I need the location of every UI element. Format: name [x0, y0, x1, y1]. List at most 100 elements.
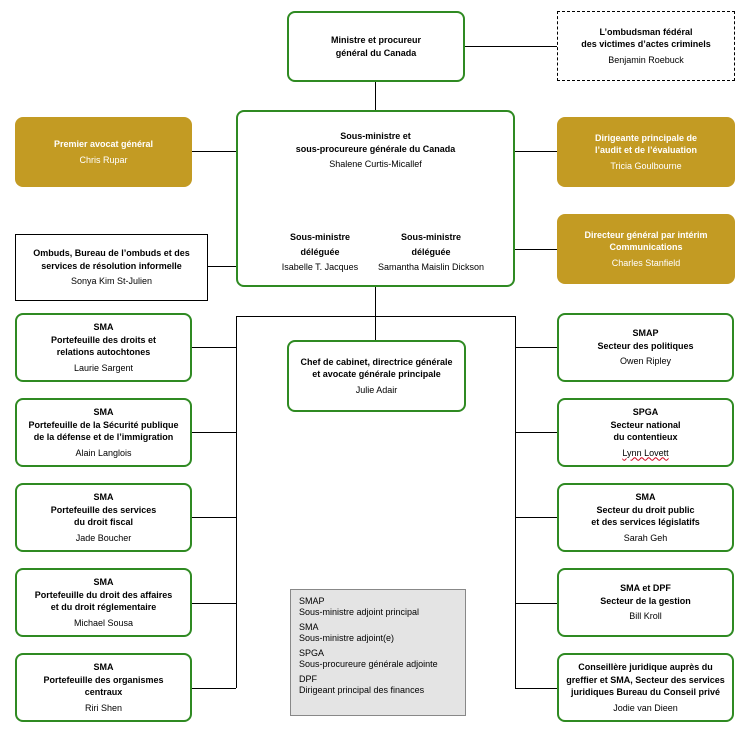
- right-3-abbr: SMA: [635, 492, 656, 502]
- left-5-line1: Portefeuille des organismes: [43, 674, 164, 685]
- right-5-line2: juridiques Bureau du Conseil privé: [570, 687, 721, 697]
- connector-minister-ombudsman: [465, 46, 557, 47]
- right-3-line2: et des services législatifs: [591, 517, 700, 527]
- connector-horizontal-bar: [236, 316, 515, 317]
- right-4-line1: Secteur de la gestion: [600, 595, 691, 606]
- connector-chief-counsel: [192, 151, 238, 152]
- left-box-3: SMA Portefeuille des services du droit f…: [15, 483, 192, 552]
- legend-meaning: Sous-ministre adjoint principal: [299, 607, 420, 617]
- left-1-line1: Portefeuille des droits et: [50, 334, 157, 345]
- right-box-3: SMA Secteur du droit public et des servi…: [557, 483, 734, 552]
- associate-2-name: Samantha Maislin Dickson: [377, 262, 485, 272]
- right-box-2: SPGA Secteur national du contentieux Lyn…: [557, 398, 734, 467]
- audit-name: Tricia Goulbourne: [610, 160, 682, 171]
- chief-of-staff-name: Julie Adair: [355, 384, 398, 395]
- minister-title-2: général du Canada: [335, 47, 417, 58]
- deputy-title-2: sous-procureure générale du Canada: [295, 143, 456, 154]
- connector-left-1: [192, 347, 236, 348]
- legend-meaning: Sous-procureure générale adjointe: [299, 659, 438, 669]
- minister-title-1: Ministre et procureur: [330, 35, 422, 45]
- left-box-5: SMA Portefeuille des organismes centraux…: [15, 653, 192, 722]
- communications-title-2: Communications: [609, 242, 683, 253]
- associate-deputy-2: Sous-ministre déléguée Samantha Maislin …: [366, 230, 496, 275]
- left-5-line2: centraux: [84, 687, 123, 697]
- legend-entry: SPGA Sous-procureure générale adjointe: [299, 648, 457, 670]
- communications-name: Charles Stanfield: [611, 257, 681, 268]
- right-3-name: Sarah Geh: [623, 532, 668, 543]
- legend-entry: SMA Sous-ministre adjoint(e): [299, 622, 457, 644]
- legend-entry: SMAP Sous-ministre adjoint principal: [299, 596, 457, 618]
- audit-box: Dirigeante principale de l’audit et de l…: [557, 117, 735, 187]
- ombudsman-title-1: L’ombudsman fédéral: [599, 26, 693, 37]
- abbreviation-legend: SMAP Sous-ministre adjoint principal SMA…: [290, 589, 466, 716]
- left-4-line1: Portefeuille du droit des affaires: [34, 589, 173, 600]
- associate-1-title-1: Sous-ministre: [289, 232, 350, 242]
- connector-left-2: [192, 432, 236, 433]
- right-5-abbr: Conseillère juridique auprès du: [578, 662, 713, 672]
- left-4-name: Michael Sousa: [73, 617, 134, 628]
- communications-box: Directeur général par intérim Communicat…: [557, 214, 735, 284]
- left-3-line1: Portefeuille des services: [50, 504, 157, 515]
- left-2-line2: de la défense et de l’immigration: [33, 432, 174, 442]
- connector-left-5: [192, 688, 236, 689]
- legend-meaning: Sous-ministre adjoint(e): [299, 633, 395, 643]
- legend-abbr: SMAP: [299, 596, 325, 606]
- right-2-name: Lynn Lovett: [622, 447, 669, 458]
- right-4-abbr: SMA et DPF: [620, 583, 671, 594]
- chief-of-staff-title-1: Chef de cabinet, directrice générale: [300, 356, 453, 367]
- left-1-name: Laurie Sargent: [73, 362, 134, 373]
- connector-right-3: [515, 517, 557, 518]
- left-2-name: Alain Langlois: [75, 447, 132, 458]
- ombuds-office-box: Ombuds, Bureau de l’ombuds et des servic…: [15, 234, 208, 301]
- chief-of-staff-box: Chef de cabinet, directrice générale et …: [287, 340, 466, 412]
- ombudsman-name: Benjamin Roebuck: [608, 54, 684, 65]
- ombuds-office-title-2: services de résolution informelle: [41, 260, 182, 271]
- left-1-line2: relations autochtones: [56, 347, 151, 357]
- deputy-name: Shalene Curtis-Micallef: [329, 159, 422, 169]
- connector-left-4: [192, 603, 236, 604]
- left-2-abbr: SMA: [93, 407, 114, 417]
- audit-title-2: l’audit et de l’évaluation: [594, 145, 698, 156]
- right-box-1: SMAP Secteur des politiques Owen Ripley: [557, 313, 734, 382]
- right-1-name: Owen Ripley: [619, 356, 672, 367]
- connector-right-2: [515, 432, 557, 433]
- left-box-1: SMA Portefeuille des droits et relations…: [15, 313, 192, 382]
- connector-right-trunk: [515, 316, 516, 688]
- communications-title-1: Directeur général par intérim: [584, 229, 708, 240]
- legend-entry: DPF Dirigeant principal des finances: [299, 674, 457, 696]
- chief-counsel-title: Premier avocat général: [53, 139, 154, 149]
- chief-counsel-box: Premier avocat général Chris Rupar: [15, 117, 192, 187]
- right-1-line1: Secteur des politiques: [597, 340, 694, 351]
- legend-abbr: SMA: [299, 622, 319, 632]
- left-5-name: Riri Shen: [84, 702, 122, 713]
- chief-of-staff-title-2: et avocate générale principale: [312, 369, 441, 380]
- legend-meaning: Dirigeant principal des finances: [299, 685, 425, 695]
- left-5-abbr: SMA: [93, 662, 114, 672]
- right-1-abbr: SMAP: [632, 328, 659, 339]
- chief-counsel-name: Chris Rupar: [79, 154, 128, 165]
- deputy-title-1: Sous-ministre et: [340, 131, 411, 141]
- connector-minister-deputy: [375, 82, 376, 110]
- left-box-4: SMA Portefeuille du droit des affaires e…: [15, 568, 192, 637]
- ombuds-office-name: Sonya Kim St-Julien: [70, 276, 153, 287]
- legend-abbr: DPF: [299, 674, 317, 684]
- audit-title-1: Dirigeante principale de: [594, 132, 698, 143]
- connector-ombuds-office: [208, 266, 238, 267]
- right-box-4: SMA et DPF Secteur de la gestion Bill Kr…: [557, 568, 734, 637]
- left-box-2: SMA Portefeuille de la Sécurité publique…: [15, 398, 192, 467]
- ombudsman-title-2: des victimes d’actes criminels: [581, 39, 711, 50]
- right-2-line2: du contentieux: [613, 432, 678, 442]
- left-3-abbr: SMA: [93, 492, 114, 502]
- associate-1-title-2: déléguée: [300, 247, 340, 257]
- associate-2-title-1: Sous-ministre: [400, 232, 461, 242]
- right-5-name: Jodie van Dieen: [613, 702, 678, 713]
- left-2-line1: Portefeuille de la Sécurité publique: [28, 419, 179, 430]
- right-3-line1: Secteur du droit public: [596, 504, 695, 515]
- right-box-5: Conseillère juridique auprès du greffier…: [557, 653, 734, 722]
- deputy-minister-box: Sous-ministre et sous-procureure général…: [236, 110, 515, 287]
- connector-left-trunk: [236, 316, 237, 688]
- connector-audit: [513, 151, 557, 152]
- left-1-abbr: SMA: [93, 322, 114, 332]
- right-5-line1: greffier et SMA, Secteur des services: [566, 674, 725, 685]
- connector-right-1: [515, 347, 557, 348]
